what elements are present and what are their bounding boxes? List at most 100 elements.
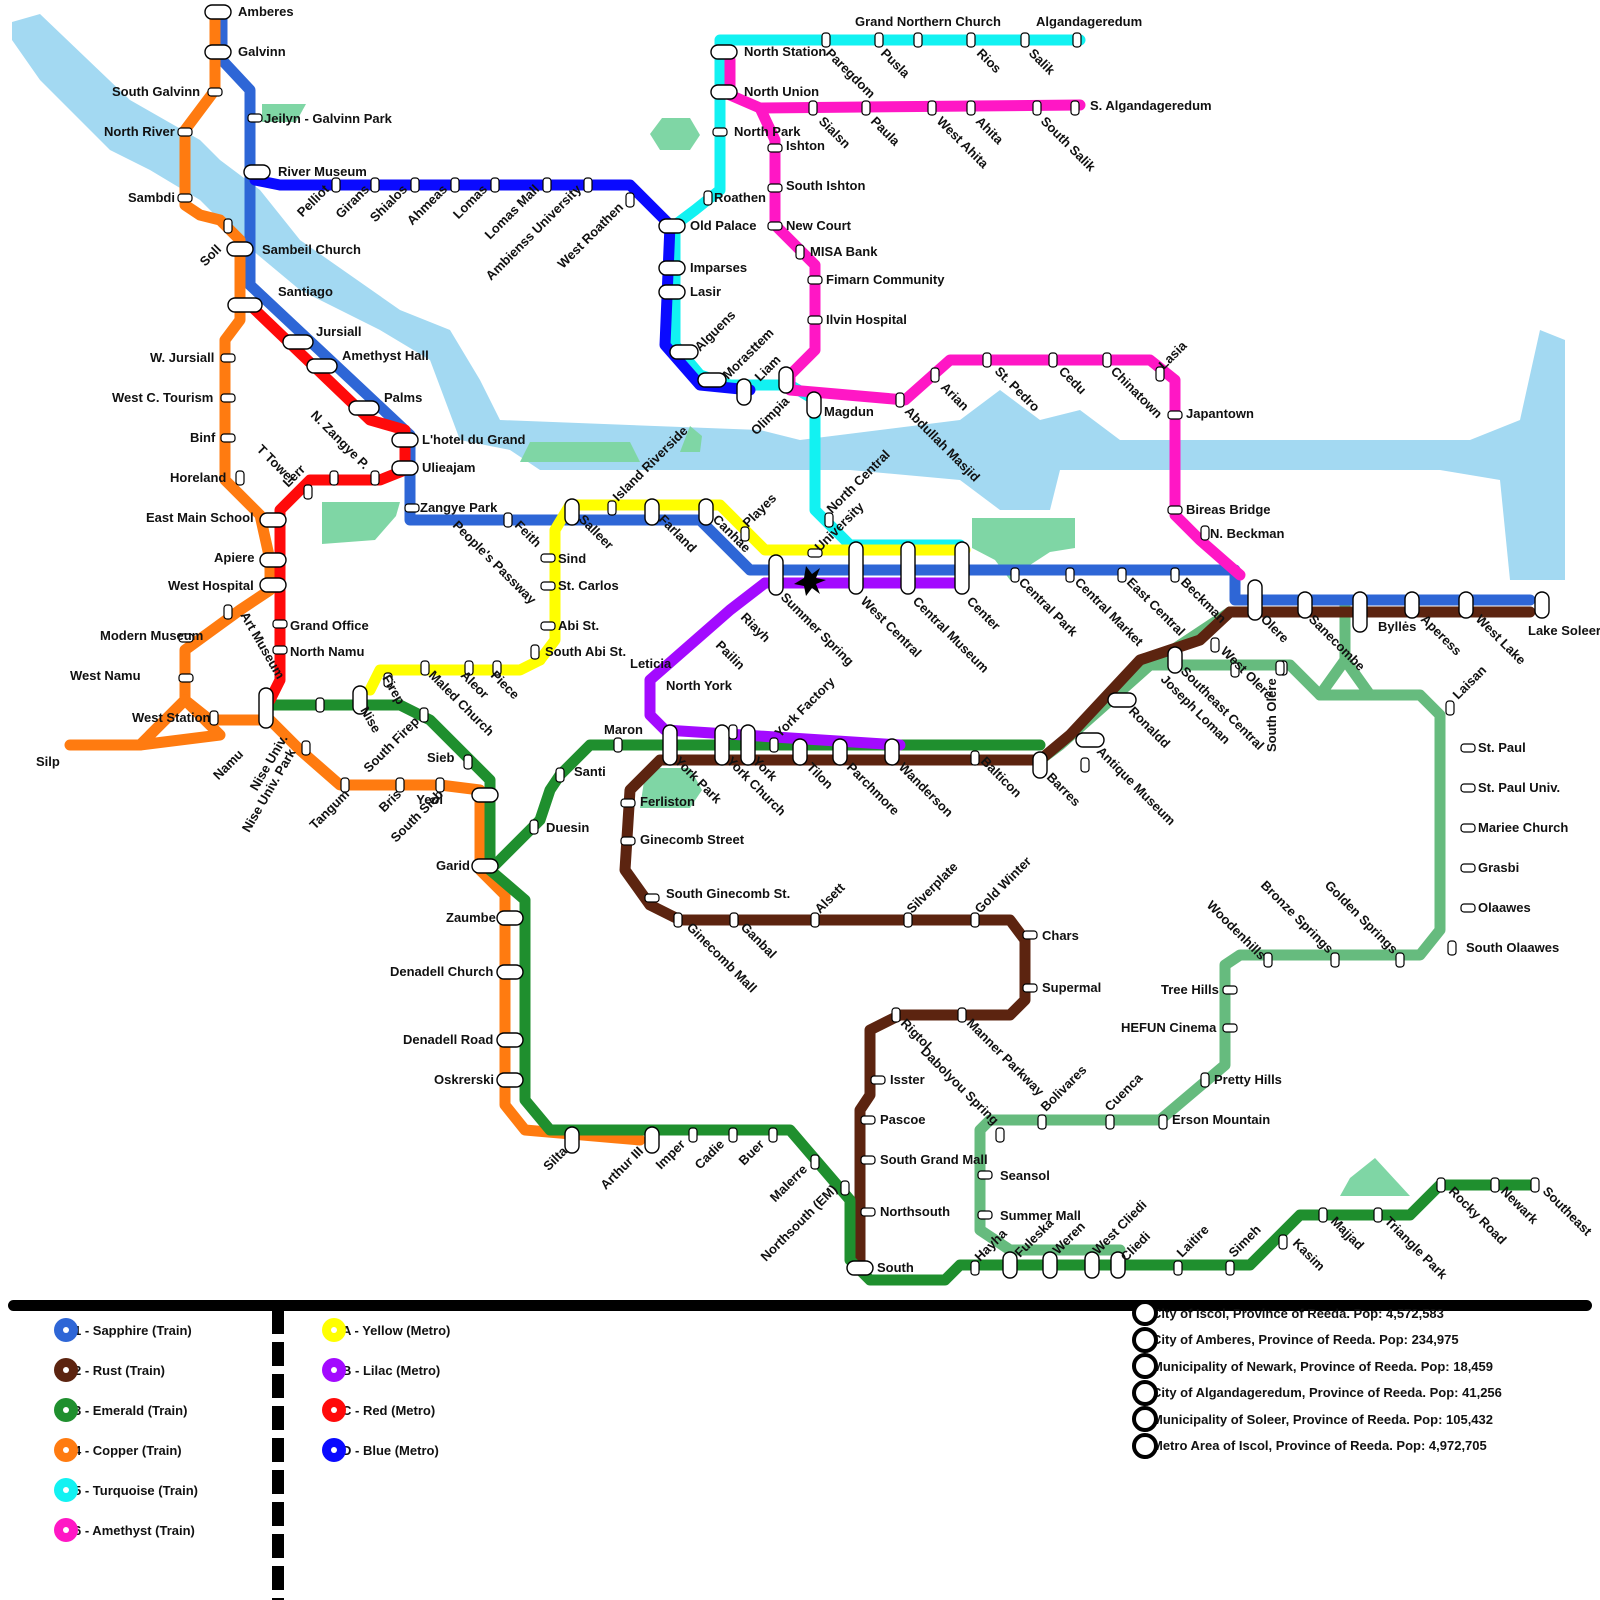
legend-item-copper[interactable]: 4 - Copper (Train) [54, 1430, 198, 1470]
station-label: Amberes [238, 4, 294, 19]
station-label: Zaumbe [446, 910, 496, 925]
legend-item-emerald[interactable]: 3 - Emerald (Train) [54, 1390, 198, 1430]
station-interchange-marker [901, 542, 915, 594]
station-interchange-marker [955, 542, 969, 594]
station-interchange-marker [1405, 592, 1419, 618]
station-marker [808, 276, 822, 284]
station-marker [1461, 744, 1475, 752]
station-label: Laitire [1174, 1222, 1212, 1260]
station-marker [996, 1128, 1004, 1142]
station-marker [584, 178, 592, 192]
station-label: Lasia [1156, 337, 1191, 372]
legend-item-lilac[interactable]: B - Lilac (Metro) [322, 1350, 450, 1390]
station-label: Arian [938, 380, 972, 414]
legend-item-blue[interactable]: D - Blue (Metro) [322, 1430, 450, 1470]
city-dot-icon [1132, 1380, 1158, 1406]
line-dot-icon [322, 1358, 346, 1382]
station-label: Barres [1044, 770, 1084, 810]
station-marker [1374, 1208, 1382, 1222]
station-marker [210, 711, 218, 725]
legend-item-yellow[interactable]: A - Yellow (Metro) [322, 1310, 450, 1350]
park-area [1340, 1158, 1410, 1196]
station-interchange-marker [260, 513, 286, 527]
station-label: South Ginecomb St. [666, 886, 790, 901]
station-label: Silp [36, 754, 60, 769]
station-label: Rios [974, 46, 1005, 77]
station-marker [316, 698, 324, 712]
station-interchange-marker [1085, 1252, 1099, 1278]
city-legend: City of Iscol, Province of Reeda. Pop: 4… [1132, 1300, 1502, 1459]
station-marker [1033, 101, 1041, 115]
legend-label: 4 - Copper (Train) [74, 1443, 182, 1458]
station-label: T Tower [254, 442, 299, 487]
legend-label: B - Lilac (Metro) [342, 1363, 440, 1378]
station-label: Zangye Park [420, 500, 498, 515]
legend-label: 2 - Rust (Train) [74, 1363, 165, 1378]
station-interchange-marker [1353, 592, 1367, 632]
station-label: Garid [436, 858, 470, 873]
station-marker [931, 368, 939, 382]
station-label: Sieb [427, 750, 455, 765]
station-marker [1446, 701, 1454, 715]
station-marker [1011, 568, 1019, 582]
station-label: Japantown [1186, 406, 1254, 421]
city-item: Metro Area of Iscol, Province of Reeda. … [1132, 1433, 1502, 1460]
station-label: Apiere [214, 550, 254, 565]
station-marker [1159, 1115, 1167, 1129]
station-marker [768, 144, 782, 152]
station-marker [713, 128, 727, 136]
station-marker [421, 661, 429, 675]
station-marker [768, 222, 782, 230]
city-dot-icon [1132, 1300, 1158, 1326]
station-marker [1437, 1178, 1445, 1192]
station-label: St. Carlos [558, 578, 619, 593]
legend-item-red[interactable]: C - Red (Metro) [322, 1390, 450, 1430]
station-label: Chars [1042, 928, 1079, 943]
station-marker [330, 471, 338, 485]
station-interchange-marker [659, 285, 685, 299]
station-marker [1448, 941, 1456, 955]
station-marker [896, 393, 904, 407]
station-label: Denadell Road [403, 1032, 493, 1047]
station-marker [768, 184, 782, 192]
station-interchange-marker [885, 739, 899, 765]
station-marker [405, 504, 419, 512]
legend-item-rust[interactable]: 2 - Rust (Train) [54, 1350, 198, 1390]
station-label: Ferliston [640, 794, 695, 809]
city-item: City of Amberes, Province of Reeda. Pop:… [1132, 1327, 1502, 1354]
legend-metro-lines: A - Yellow (Metro) B - Lilac (Metro) C -… [322, 1310, 450, 1470]
station-label: Center [964, 594, 1004, 634]
station-marker [967, 101, 975, 115]
station-marker [224, 605, 232, 619]
station-label: Yeol [416, 792, 443, 807]
station-marker [1066, 568, 1074, 582]
station-label: Cuenca [1102, 1070, 1146, 1114]
station-label: Modern Museum [100, 628, 203, 643]
city-item: City of Algandageredum, Province of Reed… [1132, 1380, 1502, 1407]
station-marker [464, 755, 472, 769]
legend-item-amethyst[interactable]: 6 - Amethyst (Train) [54, 1510, 198, 1550]
legend-item-sapphire[interactable]: 1 - Sapphire (Train) [54, 1310, 198, 1350]
station-label: North Namu [290, 644, 364, 659]
station-label: Pailin [713, 638, 748, 673]
city-dot-icon [1132, 1406, 1158, 1432]
station-marker [704, 191, 712, 205]
station-interchange-marker [259, 688, 273, 728]
station-label: South Ishton [786, 178, 865, 193]
legend-item-turquoise[interactable]: 5 - Turquoise (Train) [54, 1470, 198, 1510]
station-label: Beckman [1178, 575, 1230, 627]
station-marker [1491, 1178, 1499, 1192]
station-marker [914, 33, 922, 47]
station-marker [1073, 33, 1081, 47]
station-label: Galvinn [238, 44, 286, 59]
station-label: York Factory [772, 673, 839, 740]
station-marker [983, 353, 991, 367]
station-interchange-marker [205, 5, 231, 19]
station-label: Arthur III [597, 1144, 646, 1193]
station-interchange-marker [349, 401, 379, 415]
station-label: North Park [734, 124, 801, 139]
station-interchange-marker [244, 165, 270, 179]
station-marker [875, 33, 883, 47]
legend: 1 - Sapphire (Train) 2 - Rust (Train) 3 … [0, 1290, 1600, 1600]
station-interchange-marker [737, 379, 751, 405]
